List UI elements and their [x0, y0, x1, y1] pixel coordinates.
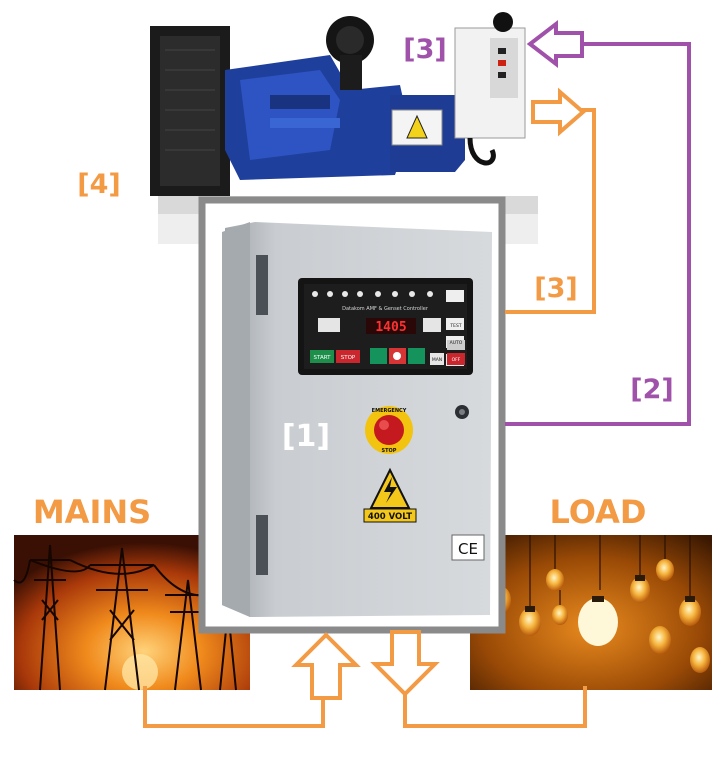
- off-button-label: OFF: [452, 357, 461, 363]
- estop-top-label: EMERGENCY: [372, 408, 407, 414]
- load-image: [470, 535, 712, 690]
- label-generator: [4]: [77, 169, 120, 200]
- purple-connection-line: [505, 42, 691, 426]
- purple-arrow-icon: [526, 19, 584, 69]
- test-button[interactable]: [447, 340, 465, 350]
- stop-button-label: STOP: [341, 355, 356, 361]
- voltage-label: 400 VOLT: [368, 512, 412, 522]
- auto-button-label: AUTO: [450, 340, 463, 346]
- estop-bottom-label: STOP: [382, 448, 397, 454]
- mains-load-connection-line: [143, 686, 587, 728]
- stop-button[interactable]: [336, 350, 360, 363]
- controller-title: Datakom AMF & Genset Controller: [342, 306, 429, 312]
- test-button-label: TEST: [449, 323, 461, 329]
- orange-arrow-icon: [531, 87, 587, 137]
- start-button[interactable]: [310, 350, 334, 363]
- label-connection-3-mid: [3]: [534, 273, 577, 304]
- label-connection-2: [2]: [630, 374, 673, 405]
- label-connection-3-top: [3]: [403, 34, 446, 65]
- label-mains: MAINS: [33, 493, 151, 531]
- man-button-label: MAN: [432, 357, 442, 363]
- down-arrow-icon: [370, 630, 440, 697]
- label-load: LOAD: [550, 493, 647, 531]
- ce-mark: CE: [458, 540, 478, 558]
- start-button-label: START: [314, 355, 332, 361]
- label-control-panel: [1]: [282, 419, 330, 454]
- up-arrow-icon: [291, 632, 361, 700]
- ats-control-panel: 1405 Datakom AMF & Genset Controller STA…: [198, 196, 506, 634]
- controller-display-value: 1405: [375, 320, 406, 335]
